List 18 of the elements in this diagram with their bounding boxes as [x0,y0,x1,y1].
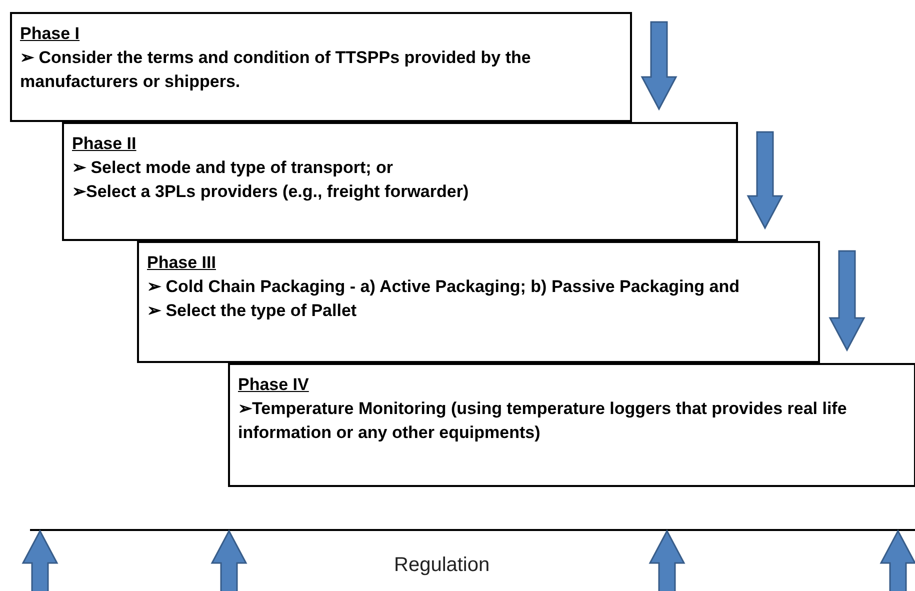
phase-box [62,122,738,241]
phase-box [10,12,632,122]
phase-heading: Phase IV [238,374,310,396]
phase-box [137,241,820,363]
phase-heading: Phase I [20,23,81,45]
bullet-text: ➢Select a 3PLs providers (e.g., freight forwarder) [72,181,470,203]
block-arrow [640,21,678,111]
bullet-text: ➢ Consider the terms and condition of TTSPPs provided by the manufacturers or shippers. [20,47,532,93]
phase-heading: Phase III [147,252,217,274]
bullet-text: ➢Temperature Monitoring (using temperature loggers that provides real life information or any other equipments) [238,398,848,444]
bullet-text: ➢ Select mode and type of transport; or [72,157,394,179]
phase-heading: Phase II [72,133,138,155]
bullet-text: ➢ Cold Chain Packaging - a) Active Packaging; b) Passive Packaging and [147,276,740,298]
block-arrow [746,131,784,230]
regulation-label: Regulation [394,554,490,577]
phase-box [228,363,915,487]
block-arrow [828,250,866,352]
bullet-text: ➢ Select the type of Pallet [147,300,358,322]
